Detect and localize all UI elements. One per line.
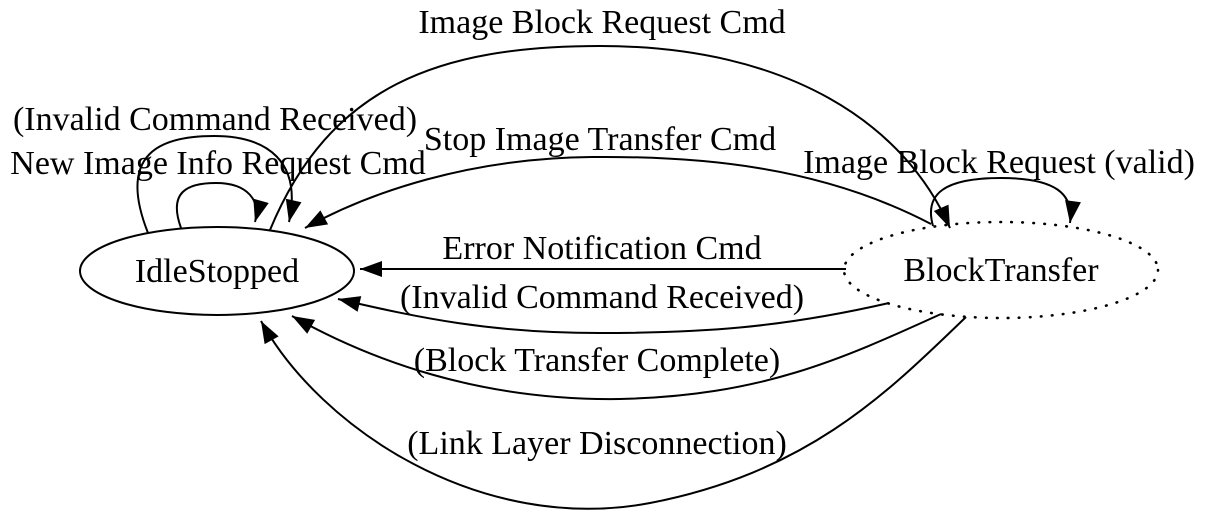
edge-invalid-command-received-selfloop bbox=[136, 134, 302, 234]
edge-label-new-image-info-request-cmd: New Image Info Request Cmd bbox=[10, 145, 425, 182]
edge-invalid-command-received bbox=[337, 296, 890, 335]
edge-image-block-request-valid-selfloop bbox=[930, 176, 1081, 227]
node-blocktransfer: BlockTransfer bbox=[842, 220, 1160, 320]
node-idlestopped: IdleStopped bbox=[79, 226, 355, 316]
edge-stop-image-transfer-cmd bbox=[304, 155, 932, 229]
edge-label-image-block-request-valid: Image Block Request (valid) bbox=[803, 144, 1195, 181]
blocktransfer-ellipse bbox=[842, 220, 1160, 320]
idlestopped-label: IdleStopped bbox=[135, 253, 299, 290]
edge-label-invalid-command-received-selfloop: (Invalid Command Received) bbox=[13, 101, 417, 138]
edge-label-block-transfer-complete: (Block Transfer Complete) bbox=[414, 342, 780, 379]
edge-label-image-block-request-cmd: Image Block Request Cmd bbox=[418, 4, 785, 41]
edge-link-layer-disconnection bbox=[260, 316, 967, 510]
edge-block-transfer-complete bbox=[291, 313, 942, 401]
idlestopped-ellipse bbox=[79, 226, 355, 316]
edge-label-invalid-command-received: (Invalid Command Received) bbox=[400, 279, 804, 316]
edge-label-stop-image-transfer-cmd: Stop Image Transfer Cmd bbox=[424, 121, 776, 158]
edge-image-block-request-cmd bbox=[269, 44, 951, 231]
edge-label-link-layer-disconnection: (Link Layer Disconnection) bbox=[407, 425, 787, 462]
edge-label-error-notification-cmd: Error Notification Cmd bbox=[442, 230, 761, 267]
edge-new-image-info-request-cmd bbox=[175, 181, 269, 229]
blocktransfer-label: BlockTransfer bbox=[903, 252, 1099, 289]
